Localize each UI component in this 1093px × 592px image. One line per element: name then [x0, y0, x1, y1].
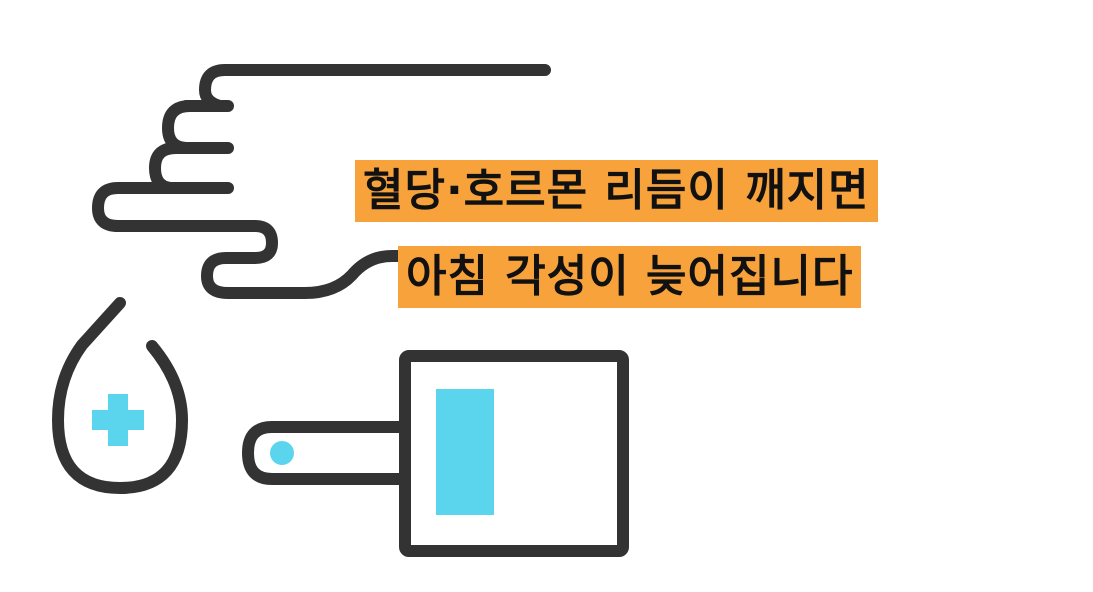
headline-line-1: 혈당·호르몬 리듬이 깨지면 [355, 160, 878, 222]
meter-screen [436, 389, 494, 515]
strip-sample-dot [270, 441, 294, 465]
plus-horizontal [92, 410, 144, 430]
blood-drop-plus-icon [52, 297, 188, 494]
headline-line-2: 아침 각성이 늦어집니다 [398, 246, 862, 308]
pointing-hand-icon [92, 64, 551, 299]
glucose-meter-icon [242, 350, 629, 557]
